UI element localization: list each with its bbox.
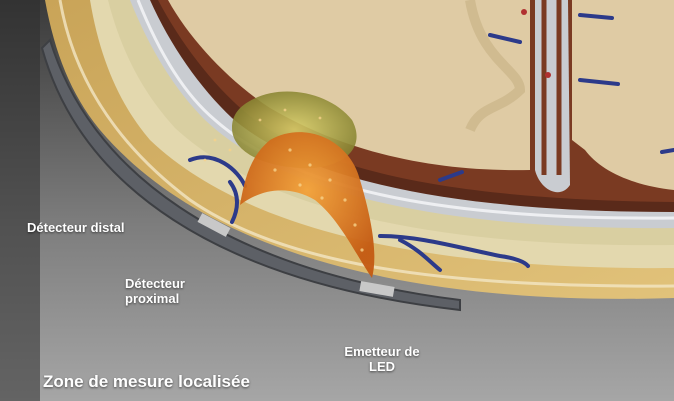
proximal-detector-text-line1: Détecteur: [125, 276, 185, 291]
led-emitter-text-line2: LED: [330, 359, 434, 374]
zone-title-text: Zone de mesure localisée: [43, 372, 250, 391]
led-emitter-text-line1: Emetteur de: [330, 344, 434, 359]
distal-detector-label: Détecteur distal: [27, 220, 125, 235]
led-emitter-label: Emetteur de LED: [330, 344, 434, 375]
zone-title-label: Zone de mesure localisée: [43, 372, 250, 392]
proximal-detector-text-line2: proximal: [125, 291, 185, 306]
left-shadow: [0, 0, 40, 401]
proximal-detector-label: Détecteur proximal: [125, 276, 185, 307]
midline-fissure: [535, 0, 570, 192]
distal-detector-text: Détecteur distal: [27, 220, 125, 235]
